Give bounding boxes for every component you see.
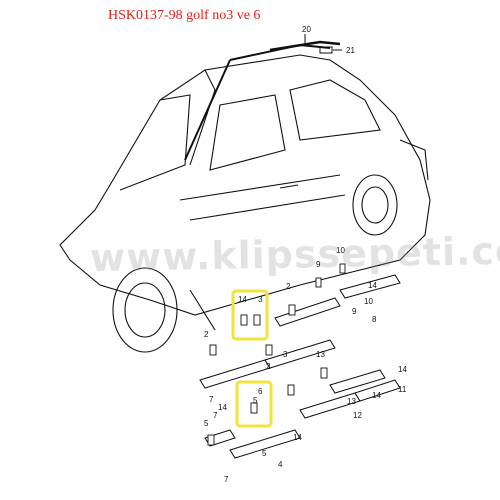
highlight-box-lower [235, 380, 273, 428]
callout-9: 9 [316, 260, 321, 269]
callout-9: 9 [352, 307, 357, 316]
callout-7: 7 [209, 395, 214, 404]
callout-12: 12 [353, 411, 362, 420]
callout-13: 13 [316, 350, 325, 359]
callout-11: 11 [398, 385, 407, 394]
callout-14: 14 [368, 281, 377, 290]
callout-14: 14 [293, 433, 302, 442]
callout-14: 14 [398, 365, 407, 374]
callout-13: 13 [347, 397, 356, 406]
diagram-title: HSK0137-98 golf no3 ve 6 [108, 8, 261, 23]
callout-21: 21 [346, 46, 355, 55]
callout-10: 10 [364, 297, 373, 306]
callout-5: 5 [204, 419, 209, 428]
callout-14: 14 [218, 403, 227, 412]
highlight-box-upper [231, 289, 269, 341]
callout-14: 14 [372, 391, 381, 400]
roof-trim-parts [269, 34, 342, 54]
callout-5: 5 [253, 396, 258, 405]
callout-2: 2 [204, 330, 209, 339]
callout-2: 2 [266, 362, 271, 371]
callout-labels: 20 21 10 9 2 14 3 14 10 9 8 2 2 3 7 13 1… [204, 25, 407, 484]
callout-7: 7 [224, 475, 229, 484]
callout-4: 4 [278, 460, 283, 469]
callout-14: 14 [238, 295, 247, 304]
car-illustration [59, 43, 431, 353]
moulding-strips [199, 274, 401, 459]
clip-parts [207, 263, 346, 446]
callout-6: 6 [258, 387, 263, 396]
callout-3: 3 [283, 350, 288, 359]
callout-8: 8 [372, 315, 377, 324]
callout-2: 2 [286, 282, 291, 291]
callout-3: 3 [258, 295, 263, 304]
callout-7: 7 [213, 411, 218, 420]
callout-20: 20 [302, 25, 311, 34]
callout-5: 5 [262, 449, 267, 458]
watermark-text: www.klipssepeti.com [89, 227, 500, 281]
callout-10: 10 [336, 246, 345, 255]
